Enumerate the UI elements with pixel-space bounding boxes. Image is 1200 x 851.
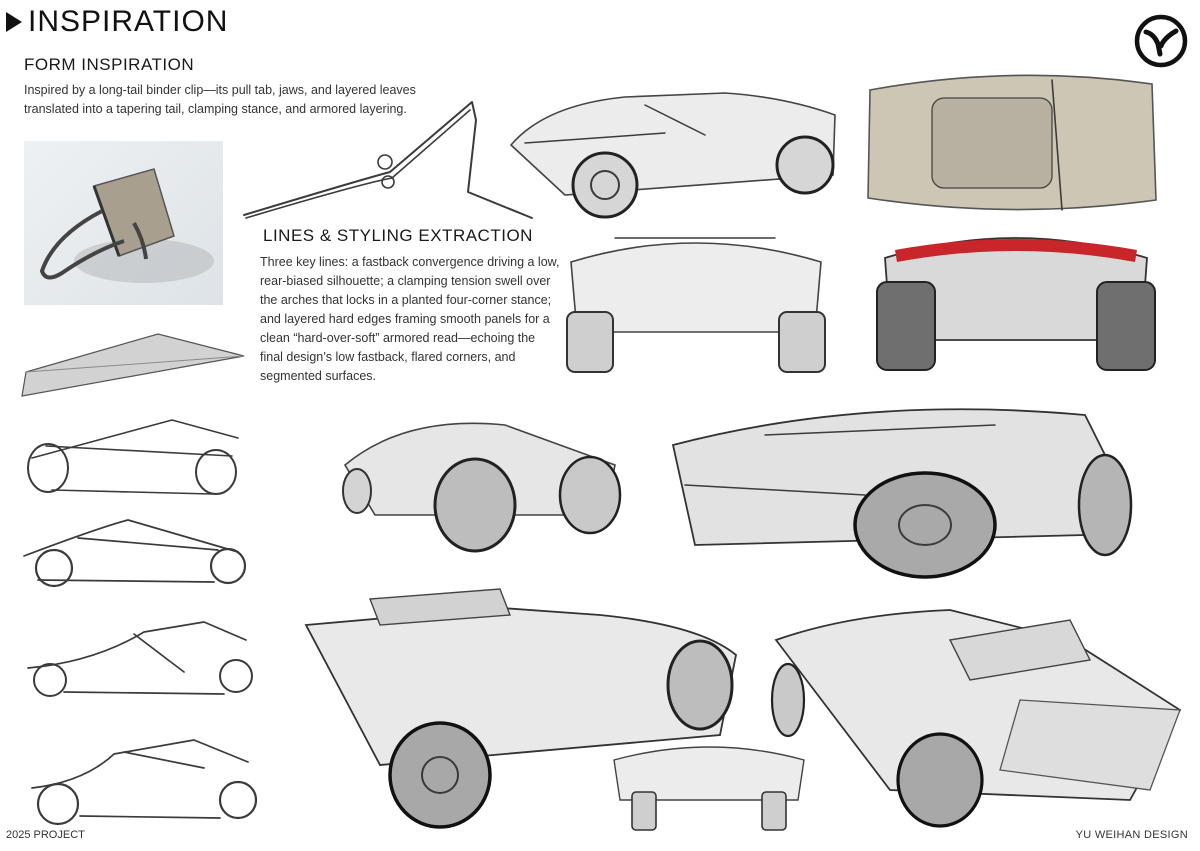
car-sketch-top-view (867, 74, 1157, 211)
footer-designer-name: YU WEIHAN DESIGN (1075, 829, 1188, 841)
evolution-sketch-3 (27, 621, 253, 697)
page-header: INSPIRATION (6, 4, 228, 40)
yvela-circle-logo-icon (1134, 14, 1188, 68)
evolution-sketch-4 (31, 739, 258, 826)
evolution-sketch-1 (27, 419, 239, 495)
car-sketch-rear-three-quarter (342, 422, 622, 553)
car-sketch-small-rear (613, 746, 805, 831)
evolution-sketch-2 (23, 519, 247, 588)
car-sketch-front-three-quarter (509, 92, 836, 219)
page-title: INSPIRATION (28, 5, 229, 38)
play-triangle-icon (6, 12, 22, 32)
car-sketch-deck-extended (770, 609, 1182, 828)
form-inspiration-description: Inspired by a long-tail binder clip—its … (24, 83, 416, 116)
car-sketch-rear-view (566, 237, 826, 373)
footer-project-year: 2025 PROJECT (6, 829, 85, 841)
wedge-form-sketch (21, 333, 245, 397)
binder-clip-photo (24, 141, 223, 305)
form-inspiration-heading: FORM INSPIRATION (24, 55, 195, 74)
binder-clip-image (39, 168, 214, 283)
lines-styling-heading: LINES & STYLING EXTRACTION (263, 226, 533, 245)
lines-styling-description: Three key lines: a fastback convergence … (260, 255, 560, 383)
car-sketch-rear-taillight-view (876, 237, 1156, 371)
car-sketch-open-deck (304, 588, 737, 829)
binder-clip-sketch (243, 101, 533, 219)
car-sketch-rear-large (671, 408, 1133, 579)
